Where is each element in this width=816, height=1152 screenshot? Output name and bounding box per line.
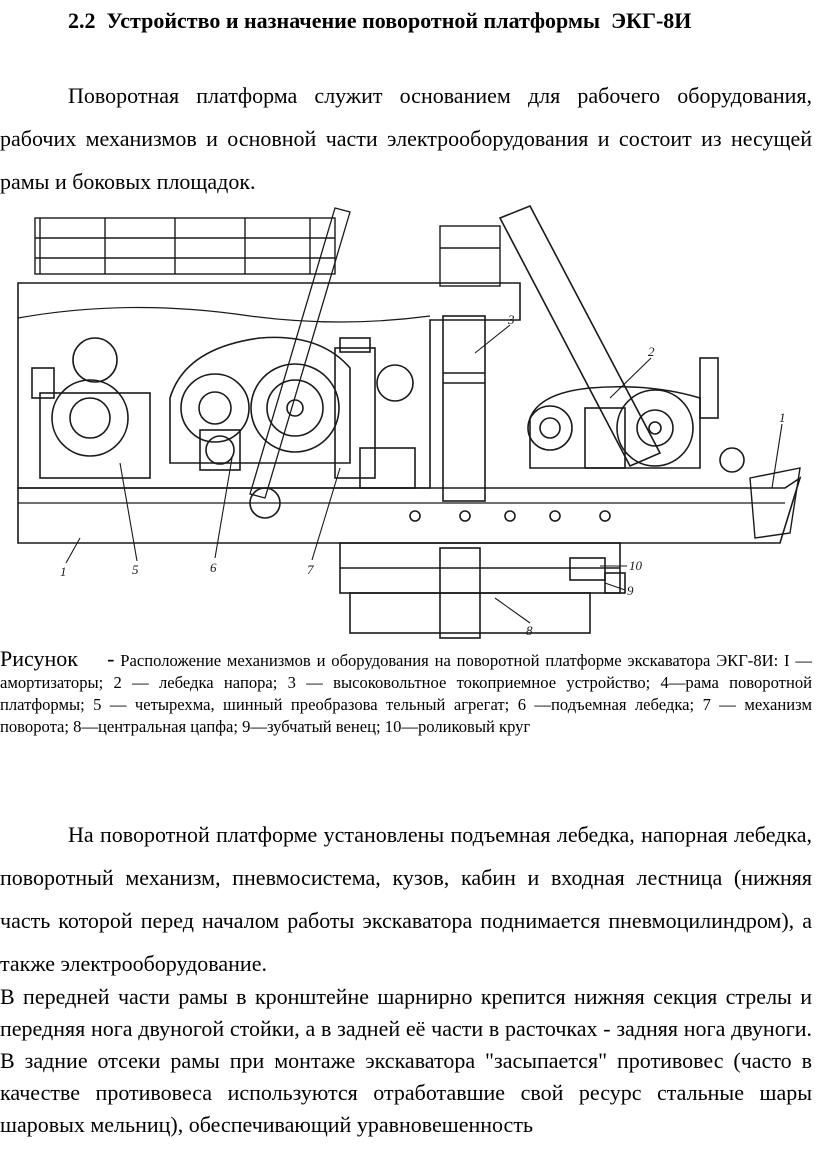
caption-dash: -	[107, 646, 115, 671]
callout-9: 9	[627, 583, 634, 598]
caption-text: Расположение механизмов и оборудования н…	[0, 651, 813, 736]
amortizer	[749, 467, 801, 539]
callout-6: 6	[210, 560, 217, 575]
callout-2: 2	[648, 344, 655, 359]
boom-stay	[249, 207, 351, 499]
swing-mechanism	[334, 337, 416, 489]
caption-lead: Рисунок	[0, 646, 78, 671]
current-collector	[442, 315, 486, 502]
intro-paragraph: Поворотная платформа служит основанием д…	[0, 83, 812, 194]
central-pivot	[339, 542, 626, 639]
paragraph-platform-equipment: На поворотной платформе установлены подъ…	[0, 822, 812, 976]
converter-unit	[31, 337, 151, 479]
callout-10: 10	[629, 558, 643, 573]
hoist-winch	[169, 336, 351, 519]
platform-frame	[17, 476, 802, 544]
boom	[498, 204, 662, 468]
railings	[34, 217, 501, 287]
paragraph-frame-mounting: В передней части рамы в кронштейне шарни…	[0, 984, 812, 1137]
section-heading: 2.2 Устройство и назначение поворотной п…	[68, 8, 692, 33]
housing-outline	[17, 282, 521, 489]
callout-1: 1	[779, 410, 786, 425]
platform-drawing-svg: 3 2 1 1 5 6 7 8 9 10	[17, 204, 802, 639]
callout-5: 5	[132, 562, 139, 577]
crowd-winch	[527, 357, 745, 473]
platform-drawing: 3 2 1 1 5 6 7 8 9 10	[10, 198, 810, 648]
callout-8: 8	[526, 623, 533, 638]
figure-caption: Рисунок - Расположение механизмов и обор…	[0, 648, 812, 738]
callout-7: 7	[307, 562, 314, 577]
callout-3: 3	[507, 312, 515, 327]
callout-1-frame: 1	[60, 564, 67, 579]
